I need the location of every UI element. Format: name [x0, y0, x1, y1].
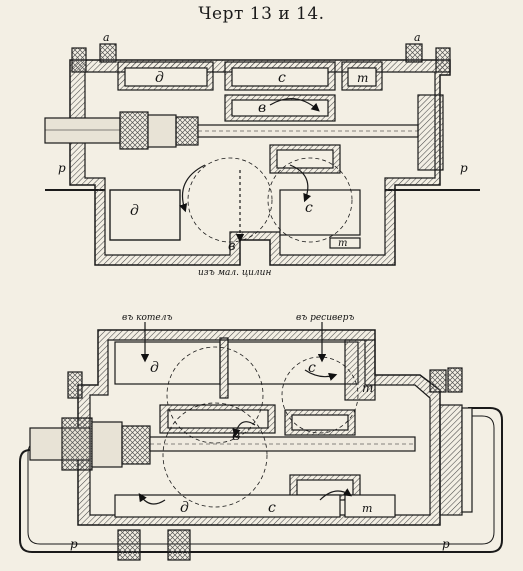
figure-13	[44, 43, 480, 266]
label-to-receiver: въ ресиверъ	[296, 313, 354, 323]
label-p-right-14: р	[442, 537, 450, 551]
label-p-left-14: р	[70, 537, 78, 551]
label-v-mid-14: в	[232, 428, 240, 444]
label-p-left-13: р	[58, 161, 66, 175]
label-m-bottom-14: т	[362, 502, 372, 515]
label-d-bottom-14: д	[180, 500, 189, 516]
figure-14	[19, 322, 503, 561]
label-m-top-14: т	[362, 381, 373, 395]
label-c-bottom-13: с	[305, 200, 313, 216]
label-to-boiler: въ котелъ	[122, 313, 172, 323]
label-p-right-13: р	[460, 161, 468, 175]
label-a-right: a	[414, 31, 421, 44]
label-d-top-13: д	[155, 70, 164, 86]
label-d-bottom-13: д	[130, 203, 139, 219]
label-v-mid-13: в	[258, 100, 266, 116]
label-a-left: a	[103, 31, 110, 44]
label-c-top-13: с	[278, 70, 286, 86]
label-d-top-14: д	[150, 360, 159, 376]
label-m-bottom-13: т	[338, 238, 347, 249]
label-m-top-13: т	[357, 71, 368, 85]
label-v-bottom-13: в	[228, 239, 236, 254]
page-title: Черт 13 и 14.	[198, 4, 325, 24]
label-c-top-14: с	[308, 360, 316, 376]
caption-from-small-cylinder: изъ мал. цилин	[198, 268, 271, 278]
label-c-bottom-14: с	[268, 500, 276, 516]
